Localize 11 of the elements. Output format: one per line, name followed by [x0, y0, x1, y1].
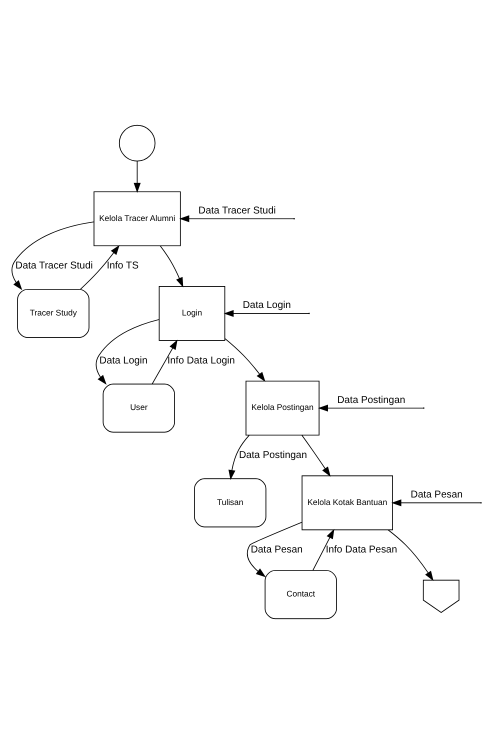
- edge-label: Info Data Login: [167, 355, 235, 366]
- edge-label: Data Login: [242, 300, 291, 312]
- edge-label: Data Pesan: [250, 544, 303, 556]
- edge-label: Data Login: [99, 355, 148, 366]
- edge-label: Info Data Pesan: [326, 544, 398, 556]
- edge-label: Data Pesan: [410, 490, 463, 500]
- edge-label: Info TS: [106, 260, 139, 272]
- edge-label: Data Tracer Studi: [198, 205, 276, 216]
- edge-label: Data Postingan: [337, 394, 406, 406]
- edge-label: Data Tracer Studi: [15, 260, 93, 272]
- edge-label: Data Postingan: [238, 450, 308, 462]
